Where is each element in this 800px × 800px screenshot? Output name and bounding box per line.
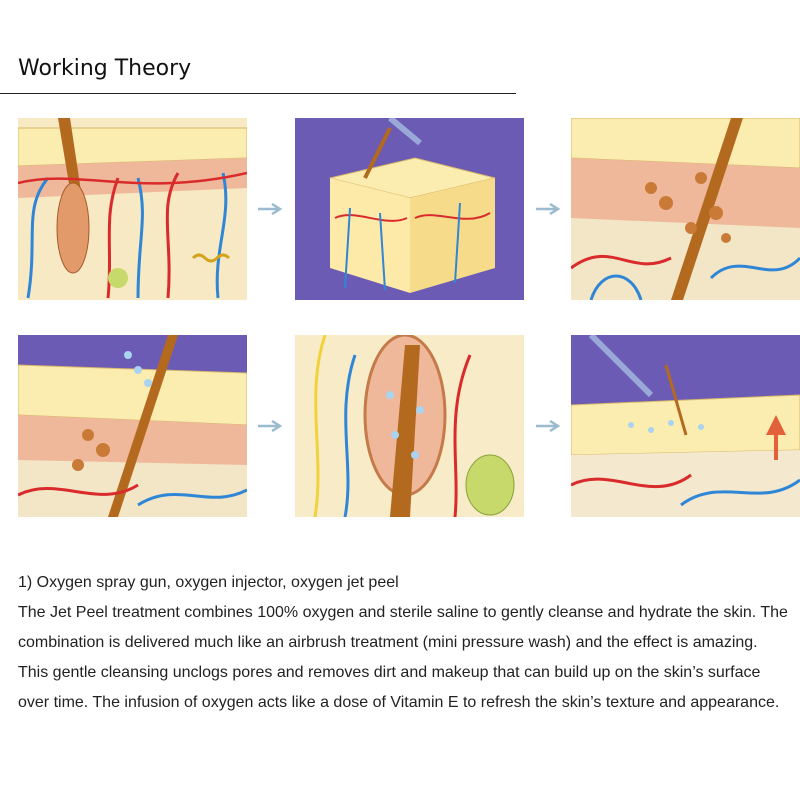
panel-skin-block-oxygen-jet [295,118,524,300]
section-heading: Working Theory [18,56,192,81]
arrow-right-icon [536,203,561,215]
panel-oxygen-spray-on-skin [18,335,247,517]
panel-skin-cross-section [18,118,247,300]
description-heading-line: 1) Oxygen spray gun, oxygen injector, ox… [18,574,399,591]
follicle-cleansing-icon [295,335,524,517]
arrow-right-icon [536,420,561,432]
refreshed-skin-surface-icon [571,335,800,517]
description-text: 1) Oxygen spray gun, oxygen injector, ox… [18,568,788,718]
oxygen-spray-on-skin-icon [18,335,247,517]
arrow-right-icon [258,420,283,432]
arrow-right-icon [258,203,283,215]
skin-cross-section-icon [18,118,247,300]
panel-hair-follicle-closeup [571,118,800,300]
panel-follicle-cleansing [295,335,524,517]
skin-block-oxygen-jet-icon [295,118,524,300]
panel-refreshed-skin-surface [571,335,800,517]
description-paragraph: The Jet Peel treatment combines 100% oxy… [18,604,788,711]
heading-underline [0,93,516,94]
hair-follicle-closeup-icon [571,118,800,300]
